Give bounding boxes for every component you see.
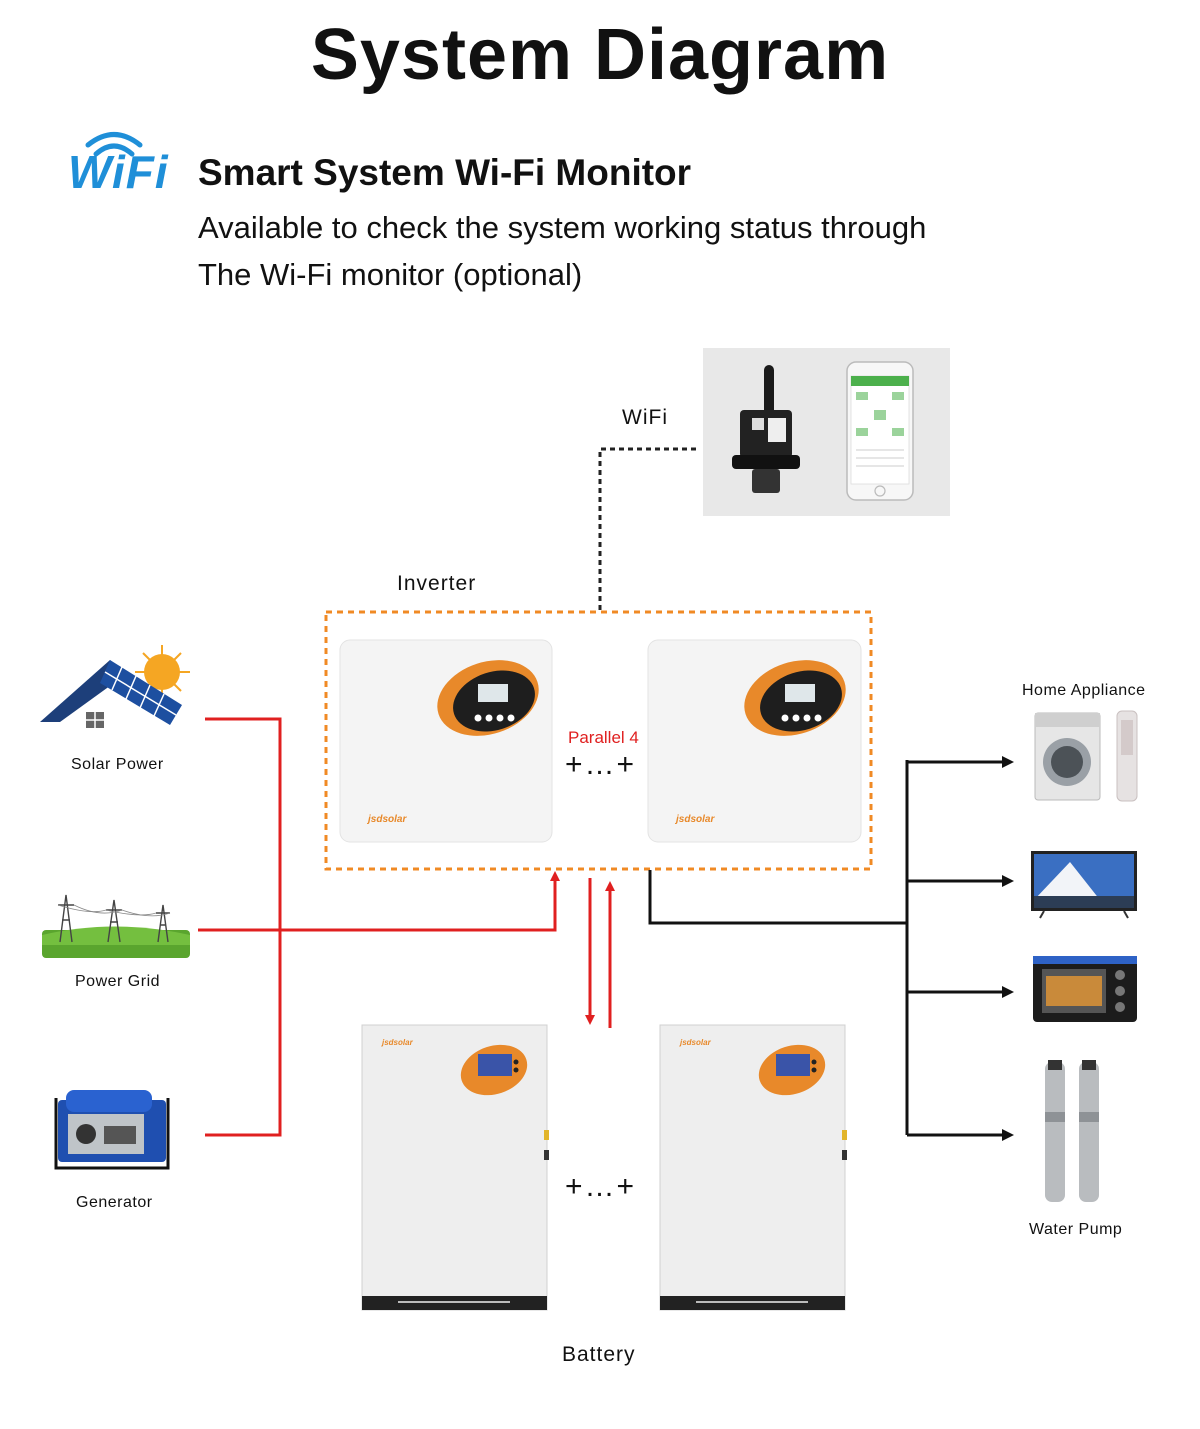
load-lines	[648, 756, 1014, 1141]
wifi-monitor-panel	[703, 348, 950, 516]
generator-icon	[54, 1090, 170, 1170]
inverter-label: Inverter	[397, 572, 477, 595]
oven-icon	[1033, 956, 1137, 1022]
wifi-logo-text: WiFi	[68, 146, 169, 198]
battery-unit-right: jsdsolar	[659, 1024, 847, 1311]
inverter-unit-right: jsdsolar	[647, 639, 862, 843]
television-icon	[1031, 851, 1137, 919]
power-grid-icon	[42, 894, 190, 958]
battery-label: Battery	[562, 1343, 636, 1366]
battery-link-lines	[585, 878, 615, 1028]
generator-label: Generator	[76, 1194, 153, 1211]
feature-description-line-1: Available to check the system working st…	[198, 210, 927, 245]
brand-logo-text: jsdsolar	[674, 814, 715, 825]
parallel-label: Parallel 4	[568, 728, 639, 747]
page-title: System Diagram	[310, 15, 890, 95]
home-appliance-label: Home Appliance	[1022, 682, 1146, 699]
battery-unit-left: jsdsolar	[361, 1024, 549, 1311]
air-conditioner-icon	[1116, 710, 1138, 802]
washing-machine-icon	[1034, 712, 1101, 801]
solar-house-icon	[40, 645, 190, 728]
feature-heading: Smart System Wi-Fi Monitor	[198, 152, 692, 193]
inverter-frame	[324, 610, 873, 871]
solar-power-label: Solar Power	[71, 756, 164, 773]
battery-parallel-plus: +…+	[565, 1170, 637, 1203]
smartphone-app-icon	[846, 361, 914, 501]
wifi-link-dotted	[598, 447, 700, 610]
water-pump-label: Water Pump	[1029, 1221, 1123, 1238]
water-pump-icon	[1045, 1060, 1099, 1202]
brand-logo-text: jsdsolar	[679, 1038, 712, 1047]
wifi-label: WiFi	[622, 406, 668, 429]
inverter-unit-left: jsdsolar	[339, 639, 553, 843]
feature-description-line-2: The Wi-Fi monitor (optional)	[198, 257, 583, 292]
wifi-signal-icon	[85, 132, 143, 157]
source-power-lines	[198, 717, 560, 1137]
wifi-dongle-icon	[732, 365, 800, 493]
wifi-logo	[68, 128, 160, 198]
brand-logo-text: jsdsolar	[366, 814, 407, 825]
brand-logo-text: jsdsolar	[381, 1038, 414, 1047]
inverter-parallel-plus: +…+	[565, 748, 637, 781]
power-grid-label: Power Grid	[75, 973, 161, 990]
